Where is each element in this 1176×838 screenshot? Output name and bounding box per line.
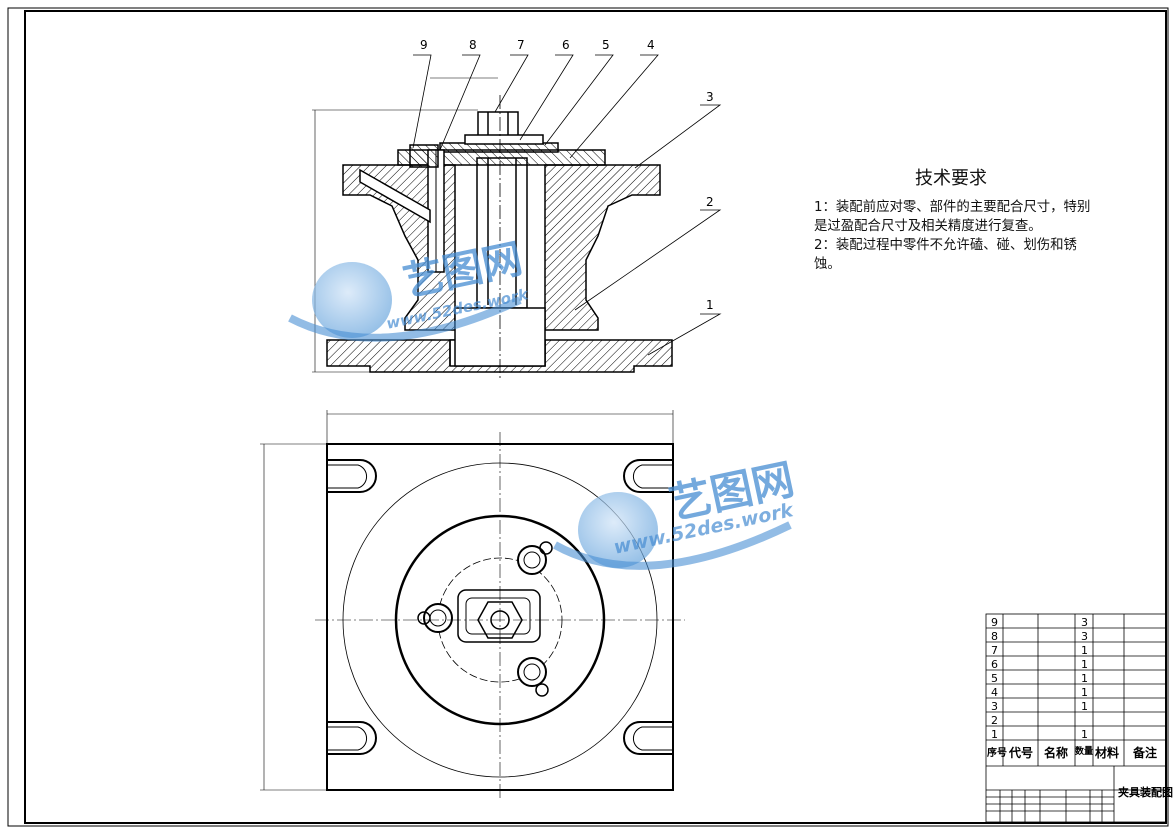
- body-left-section: [342, 164, 456, 331]
- balloon-8: 8: [469, 38, 477, 52]
- section-view: [312, 77, 673, 380]
- body-right-section: [544, 164, 661, 331]
- balloon-1: 1: [706, 298, 714, 312]
- bom-header-code: 代号: [1009, 746, 1034, 760]
- bom-row-number: 7: [991, 644, 998, 657]
- bill-of-materials-table: [985, 613, 1167, 823]
- bom-quantity: 1: [1081, 700, 1088, 713]
- balloon-3: 3: [706, 90, 714, 104]
- center-shaft: [476, 157, 528, 309]
- watermark-logo-top: [288, 262, 522, 342]
- technical-requirements-title: 技术要求: [915, 168, 987, 189]
- balloon-9: 9: [420, 38, 428, 52]
- bom-row-number: 5: [991, 672, 998, 685]
- bom-header-material: 材料: [1095, 746, 1120, 760]
- center-slot: [457, 589, 541, 643]
- drawing-name: 夹具装配图: [1118, 786, 1173, 799]
- bom-row-number: 4: [991, 686, 998, 699]
- plan-view: [260, 410, 685, 800]
- bom-row-number: 9: [991, 616, 998, 629]
- bom-row-number: 6: [991, 658, 998, 671]
- bom-row-number: 2: [991, 714, 998, 727]
- balloon-6: 6: [562, 38, 570, 52]
- hex-nut: [477, 111, 519, 138]
- technical-requirements-line-2: 是过盈配合尺寸及相关精度进行复查。: [814, 219, 1042, 234]
- bom-row-number: 1: [991, 728, 998, 741]
- bom-quantity: 1: [1081, 644, 1088, 657]
- leader-lines: [412, 54, 722, 356]
- balloon-7: 7: [517, 38, 525, 52]
- bom-header-name: 名称: [1044, 746, 1069, 760]
- bom-quantity: 1: [1081, 658, 1088, 671]
- bom-quantity: 1: [1081, 672, 1088, 685]
- technical-requirements-line-1: 1：装配前应对零、部件的主要配合尺寸，特别: [814, 200, 1091, 215]
- technical-requirements-line-4: 蚀。: [814, 257, 841, 272]
- inner-border: [24, 10, 1167, 824]
- bom-row-number: 3: [991, 700, 998, 713]
- bom-header-qty: 数量: [1075, 747, 1094, 757]
- bom-quantity: 3: [1081, 630, 1088, 643]
- technical-requirements-line-3: 2：装配过程中零件不允许磕、碰、划伤和锈: [814, 238, 1077, 253]
- bom-quantity: 1: [1081, 728, 1088, 741]
- balloon-2: 2: [706, 195, 714, 209]
- bom-quantity: 3: [1081, 616, 1088, 629]
- bom-header-seq: 序号: [987, 748, 1007, 759]
- bom-quantity: 1: [1081, 686, 1088, 699]
- balloon-4: 4: [647, 38, 655, 52]
- balloon-5: 5: [602, 38, 610, 52]
- bom-row-number: 8: [991, 630, 998, 643]
- outer-border: [7, 7, 1169, 827]
- watermark-logo-middle: [553, 492, 792, 570]
- bom-header-remark: 备注: [1133, 746, 1158, 760]
